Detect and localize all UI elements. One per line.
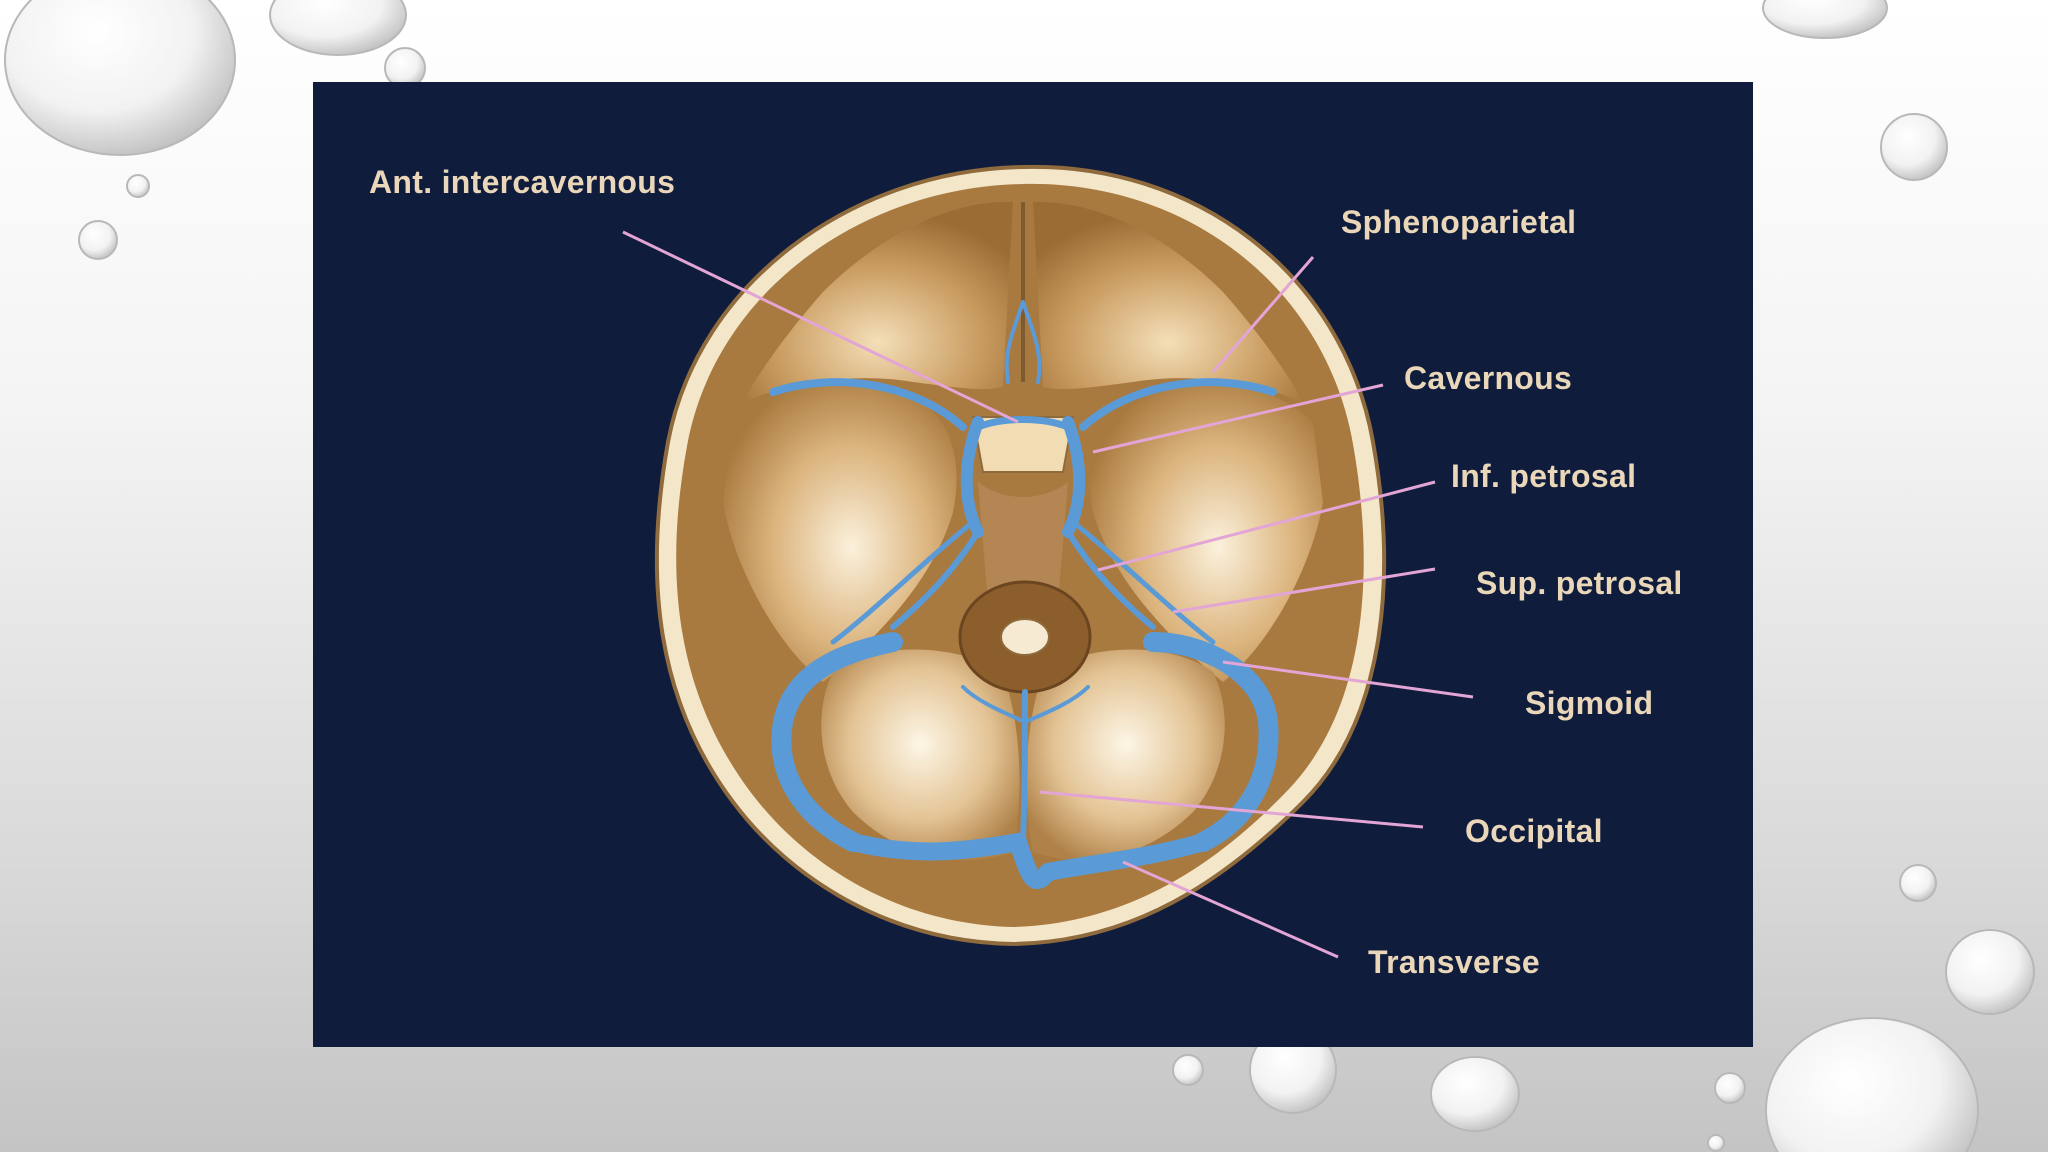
middle-fossa-right — [1089, 382, 1323, 682]
posterior-fossa-left — [821, 649, 1020, 860]
occipital-branch-right — [1023, 685, 1090, 724]
anterior-fossa-left — [743, 201, 1013, 402]
leader-occipital — [1039, 790, 1424, 829]
water-drop — [126, 174, 150, 198]
diagram-panel: Ant. intercavernous Sphenoparietal Caver… — [313, 82, 1753, 1047]
leader-sup-petrosal — [1172, 567, 1436, 614]
sigmoid-sinus-right — [1143, 632, 1279, 852]
label-cavernous: Cavernous — [1404, 360, 1573, 396]
anterior-fossa-right — [1033, 201, 1303, 402]
water-drop — [1899, 864, 1937, 902]
water-drop — [1714, 1072, 1746, 1104]
leader-transverse — [1122, 860, 1339, 959]
sup-petrosal-sinus-right — [1070, 519, 1216, 645]
leader-inf-petrosal — [1097, 480, 1436, 572]
label-occipital: Occipital — [1465, 813, 1603, 849]
label-sphenoparietal: Sphenoparietal — [1341, 204, 1577, 240]
water-drop — [1430, 1056, 1520, 1132]
sphenoparietal-sinus-right — [1079, 378, 1277, 431]
water-drop — [1945, 929, 2035, 1015]
transverse-sinus-left — [844, 833, 1027, 861]
water-drop — [1880, 113, 1948, 181]
leader-cavernous — [1092, 383, 1384, 454]
water-drop — [1707, 1134, 1725, 1152]
water-drop — [78, 220, 118, 260]
label-sigmoid: Sigmoid — [1525, 685, 1654, 721]
skull-base-illustration — [622, 164, 1474, 959]
middle-fossa-left — [723, 382, 957, 682]
anterior-veins — [1004, 300, 1042, 384]
label-ant-intercavernous: Ant. intercavernous — [369, 164, 676, 200]
water-drop — [1765, 1017, 1979, 1152]
water-drop — [269, 0, 407, 56]
inf-petrosal-sinus-left — [890, 529, 981, 630]
brainstem — [1000, 618, 1050, 656]
transverse-sinus-right — [1039, 833, 1212, 881]
occipital-branch-left — [961, 685, 1027, 724]
occipital-sinus — [1020, 689, 1028, 845]
ant-intercavernous-sinus — [974, 416, 1072, 431]
confluence-of-sinuses — [1009, 833, 1057, 889]
leader-sphenoparietal — [1211, 256, 1315, 373]
inf-petrosal-sinus-right — [1065, 529, 1156, 630]
posterior-fossa-right — [1026, 649, 1225, 860]
sphenoparietal-sinus-left — [769, 378, 967, 431]
water-drop — [1762, 0, 1888, 39]
label-transverse: Transverse — [1368, 944, 1541, 980]
label-inf-petrosal: Inf. petrosal — [1451, 458, 1637, 494]
clivus — [978, 482, 1068, 610]
water-drop — [1172, 1054, 1204, 1086]
leader-sigmoid — [1222, 660, 1474, 699]
sigmoid-sinus-left — [771, 632, 903, 852]
water-drop — [4, 0, 236, 156]
sup-petrosal-sinus-left — [830, 519, 976, 645]
label-sup-petrosal: Sup. petrosal — [1476, 565, 1683, 601]
leader-ant-intercavernous — [622, 230, 1019, 424]
